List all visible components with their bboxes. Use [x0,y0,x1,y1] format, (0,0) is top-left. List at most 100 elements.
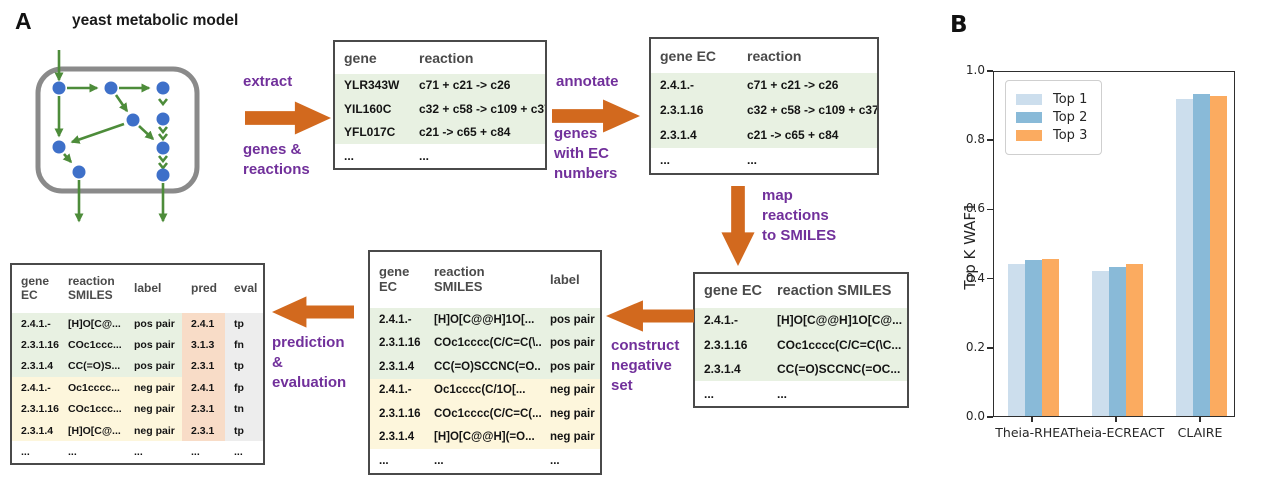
cell: 2.4.1.- [369,378,425,403]
cell: fp [225,377,264,399]
cell: tp [225,312,264,335]
cell: c32 + c58 -> c109 + c37 [410,97,546,121]
x-tick-label: Theia-RHEA [995,425,1069,440]
cell: 2.4.1 [182,312,225,335]
cell: ... [68,446,77,459]
y-tick-mark [987,70,993,72]
header-row: gene EC reaction [650,38,878,73]
bar-top3-CLAIRE [1209,95,1227,416]
cell: COc1ccc... [59,398,125,420]
legend-label-top2: Top 2 [1053,110,1088,125]
x-tick-mark [1199,417,1201,422]
legend-entry-top2: Top 2 [1016,110,1087,125]
diagram-title: yeast metabolic model [72,12,239,29]
cell: c21 -> c65 + c84 [410,120,546,145]
cell: COc1cccc(C/C=C(\... [425,331,541,356]
cell: 3.1.3 [182,334,225,356]
column-header: label [550,271,580,287]
bar-top2-Theia-ECREACT [1108,267,1126,416]
legend-entry-top1: Top 1 [1016,92,1087,107]
cell: ... [747,153,758,168]
cell: 2.3.1.4 [369,425,425,449]
bar-top3-Theia-ECREACT [1125,263,1143,416]
cell: pos pair [541,355,601,379]
cell: c71 + c21 -> c26 [738,72,878,98]
bar-top2-Theia-RHEA [1024,260,1042,416]
y-tick-label: 1.0 [965,63,985,77]
cell: [H]O[C@... [59,312,125,335]
column-header: gene EC [660,47,717,64]
cell: pos pair [125,312,182,335]
cell: neg pair [541,378,601,403]
table-row: 2.3.1.4[H]O[C@@H](=O...neg pair [369,425,601,449]
bar-top1-Theia-RHEA [1007,263,1025,416]
column-header: gene EC [704,282,763,299]
cell: ... [434,454,444,467]
cell: ... [191,446,200,459]
cell: ... [134,446,143,459]
table-row: ......... [369,449,601,474]
metabolite-nodes [52,81,170,182]
column-header: reaction [747,47,802,64]
column-header: label [134,281,162,296]
legend-label-top3: Top 3 [1053,128,1088,143]
cell: 2.3.1.4 [369,355,425,379]
column-header: reaction SMILES [68,274,115,302]
cell: ... [660,153,671,168]
metabolic-network-diagram [35,50,200,223]
cell: COc1cccc(C/C=C(\C... [768,332,908,357]
bar-top1-CLAIRE [1175,99,1193,416]
cell: 2.3.1.16 [369,402,425,426]
legend-swatch-top3-icon [1016,130,1042,141]
cell: 2.3.1.16 [369,331,425,356]
table-row: ...... [334,144,546,169]
cell: pos pair [125,355,182,378]
y-tick-mark [987,347,993,349]
cell: 2.3.1 [182,355,225,378]
column-header: eval [234,281,258,296]
y-tick-label: 0.0 [965,409,985,423]
step-extract-sublabel: genes & reactions [243,141,310,178]
cell: neg pair [125,377,182,399]
step-construct-label: construct negative set [611,337,680,394]
table-row: ...... [650,148,878,174]
cell-boundary [35,66,200,194]
step-annotate-label: annotate [556,73,619,90]
flow-chevrons [157,98,169,171]
table-row: 2.4.1.-c71 + c21 -> c26 [650,72,878,98]
x-tick-label: CLAIRE [1177,425,1223,440]
x-tick-mark [1031,417,1033,422]
cell: 2.3.1 [182,419,225,442]
y-tick-label: 0.2 [965,339,985,354]
cell: ... [704,386,715,401]
cell: CC(=O)SCCNC(=O... [425,355,541,379]
y-tick-mark [987,139,993,141]
cell: YFL017C [334,120,410,145]
table-row: 2.4.1.-[H]O[C@@H]1O[...pos pair [369,308,601,332]
cell: fn [225,334,264,356]
column-header: gene EC [379,264,410,295]
step-map-label: map reactions to SMILES [762,187,837,244]
chart-legend: Top 1 Top 2 Top 3 [1005,80,1103,155]
cell: tp [225,419,264,442]
legend-swatch-top1-icon [1016,94,1042,105]
cell: 2.4.1.- [11,377,59,399]
cell: c21 -> c65 + c84 [738,122,878,148]
y-tick-mark [987,416,993,418]
x-tick-label: Theia-ECREACT [1067,425,1165,440]
